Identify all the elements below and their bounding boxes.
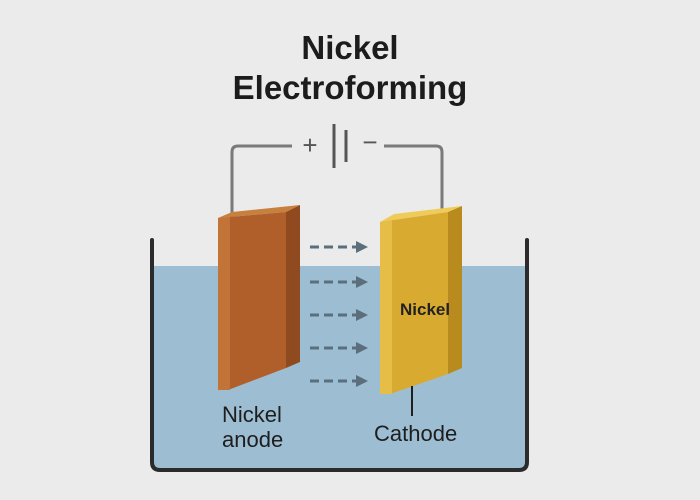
electrolyte-solution bbox=[152, 266, 527, 470]
ion-arrow bbox=[310, 309, 368, 321]
anode-front-face bbox=[218, 212, 286, 390]
ion-arrow bbox=[310, 342, 368, 354]
title-line-1: Nickel bbox=[301, 29, 399, 66]
diagram-title: Nickel Electroforming bbox=[0, 28, 700, 108]
cathode-front-face bbox=[380, 212, 448, 394]
title-line-2: Electroforming bbox=[232, 69, 468, 106]
ion-arrow bbox=[310, 375, 368, 387]
cathode-shade bbox=[380, 220, 392, 394]
cathode-metal-label: Nickel bbox=[400, 300, 451, 319]
cathode-side-face bbox=[448, 206, 462, 374]
anode-plate bbox=[218, 205, 300, 390]
positive-terminal-icon: + bbox=[302, 130, 317, 160]
anode-side-face bbox=[286, 205, 300, 368]
anode-top-face bbox=[218, 205, 300, 218]
cathode-top-face bbox=[380, 206, 462, 222]
anode-label-line-1: Nickel bbox=[222, 402, 282, 427]
anode-shade bbox=[218, 217, 230, 390]
negative-terminal-icon: − bbox=[362, 127, 377, 157]
cathode-plate bbox=[380, 206, 462, 394]
cathode-wire bbox=[384, 144, 444, 210]
ion-arrow bbox=[310, 276, 368, 288]
cathode-label: Cathode bbox=[374, 421, 458, 446]
anode-label: Nickel anode bbox=[222, 402, 283, 452]
ion-arrow bbox=[310, 241, 368, 253]
ion-flow-arrows bbox=[310, 241, 368, 387]
tank-outline bbox=[150, 238, 529, 472]
anode-wire bbox=[230, 144, 292, 218]
battery-symbol: + − bbox=[302, 124, 378, 168]
anode-label-line-2: anode bbox=[222, 427, 284, 452]
